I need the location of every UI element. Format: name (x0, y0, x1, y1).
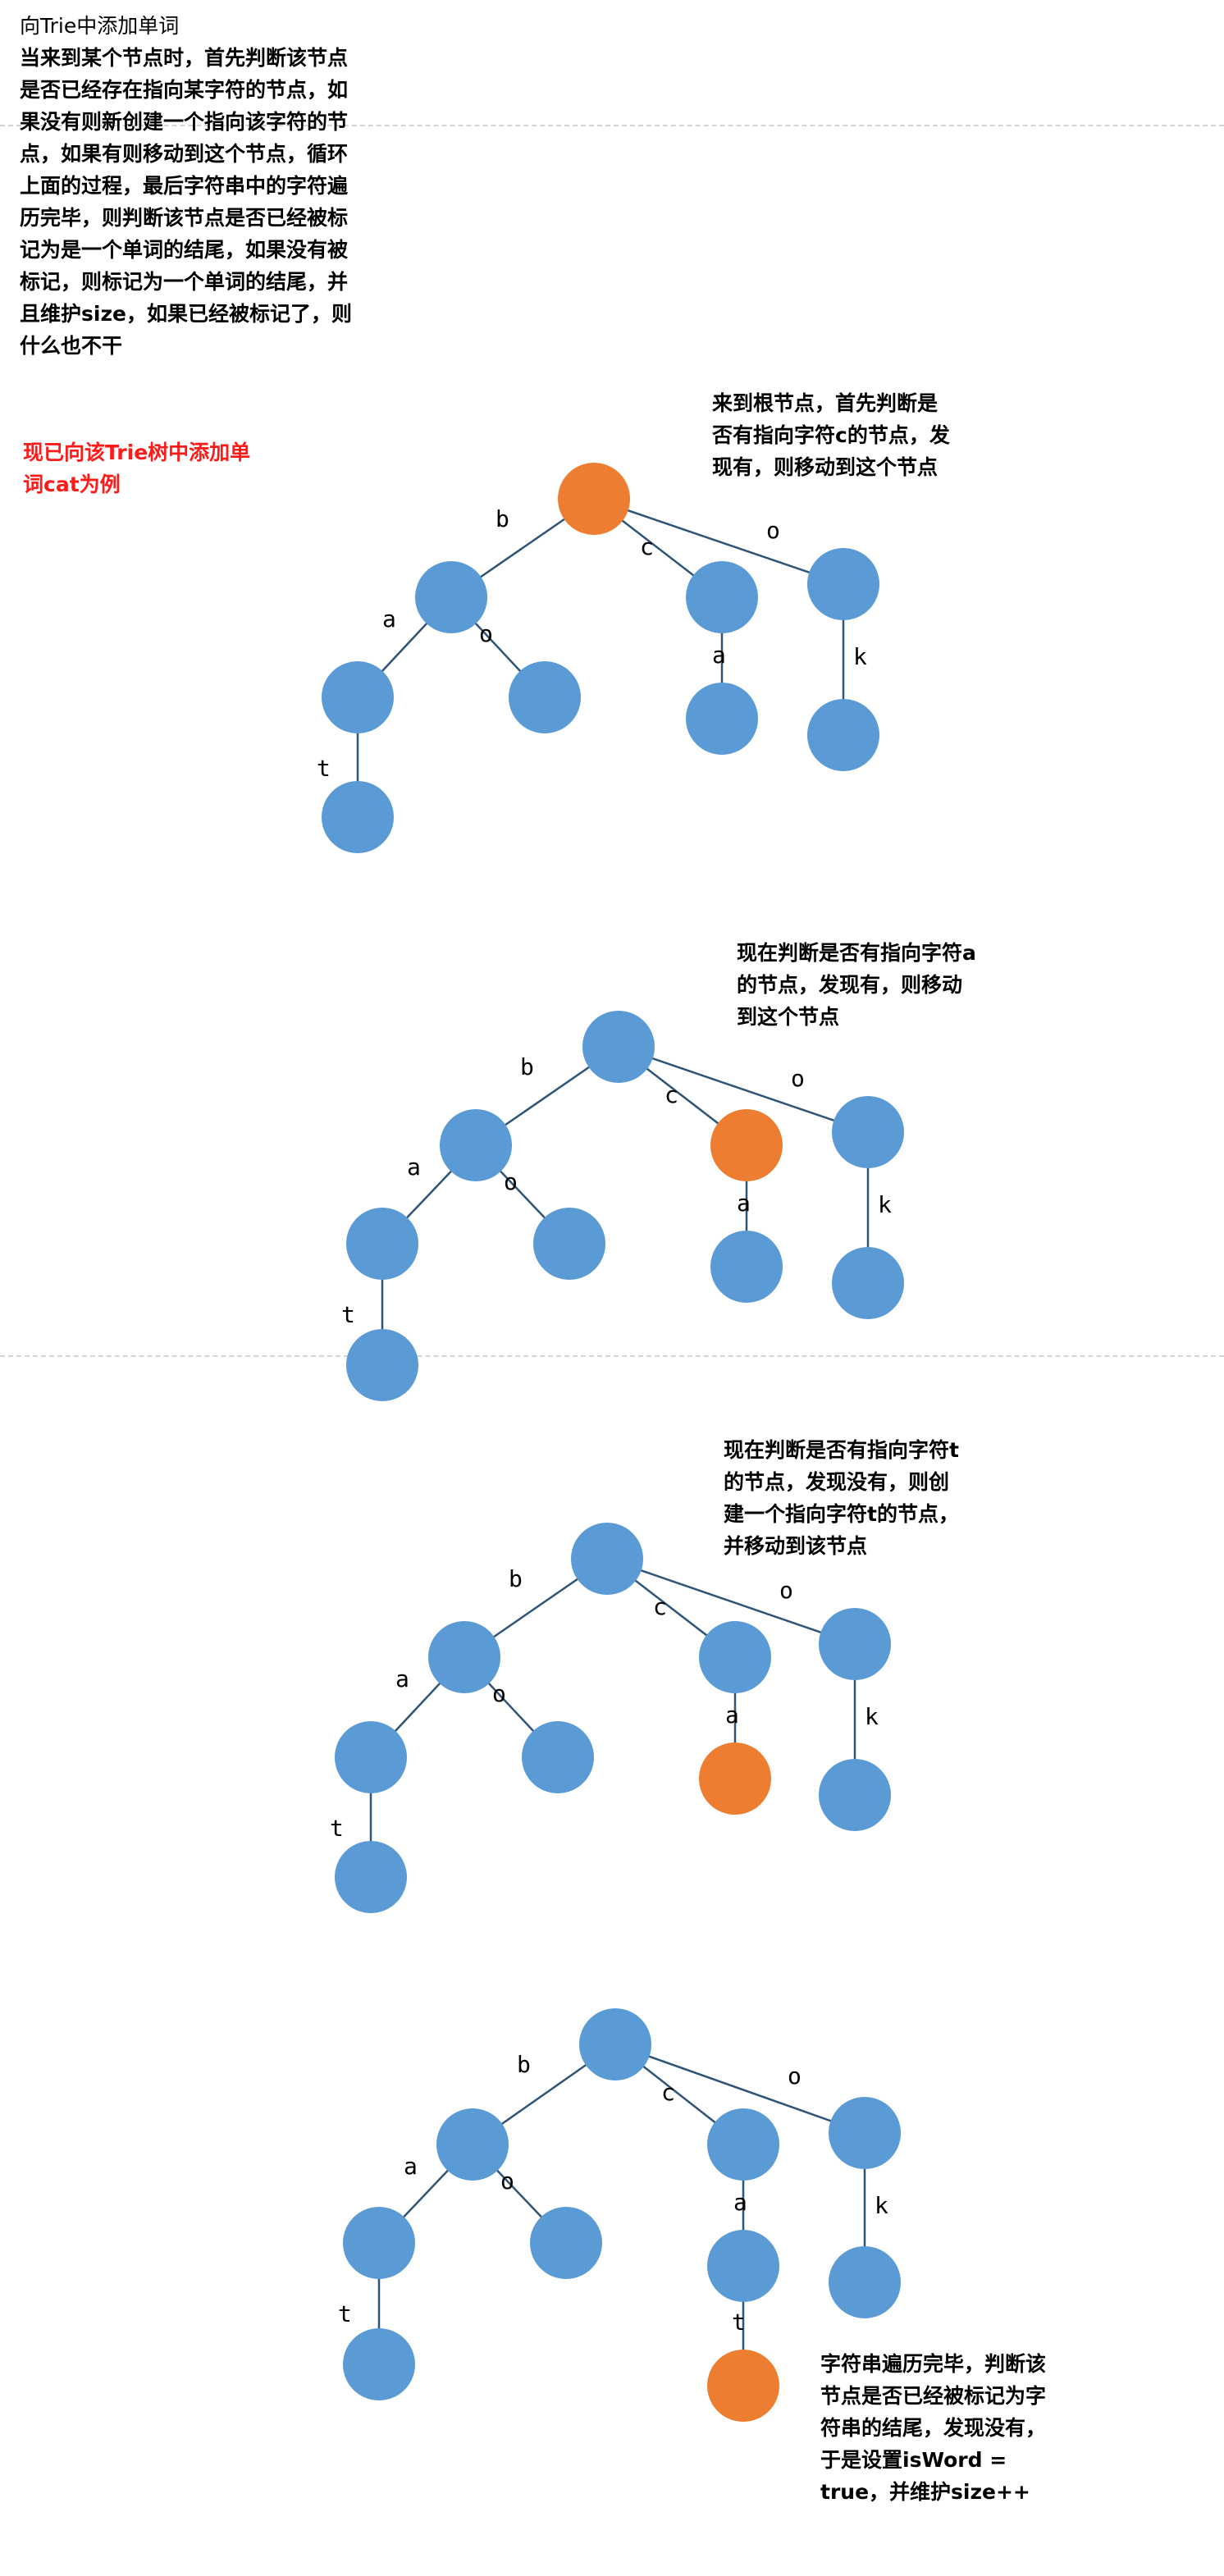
trie-node-bat (343, 2328, 415, 2400)
trie-node-b (428, 1621, 500, 1693)
trie-node-bat (322, 781, 394, 853)
tree-edge-labels: b c o a o a k t (341, 1053, 892, 1328)
edge-label-b: b (496, 505, 509, 532)
edge-label-ok: k (853, 643, 867, 670)
trie-node-ca (707, 2230, 779, 2302)
trie-node-ok (829, 2246, 901, 2318)
current-node (707, 2350, 779, 2422)
tree-edge-labels: b c o a o a k t t (338, 2051, 888, 2336)
edge-label-c: c (661, 2079, 675, 2106)
step1-caption: 来到根节点，首先判断是 否有指向字符c的节点，发 现有，则移动到这个节点 (712, 391, 950, 479)
tree-edges (369, 1557, 856, 1877)
separator-line (0, 1355, 1224, 1357)
trie-node-o (832, 1096, 904, 1168)
edge-label-ca: a (712, 642, 726, 669)
tree-nodes (322, 463, 879, 853)
edge-label-ba: a (404, 2153, 418, 2180)
edge-label-ba: a (407, 1153, 421, 1181)
trie-node-bo (533, 1208, 605, 1280)
edge-label-ok: k (865, 1703, 879, 1730)
edge-label-ba: a (382, 605, 396, 633)
edge-label-ba: a (395, 1665, 409, 1692)
edge-label-bo: o (504, 1168, 518, 1195)
step3-caption: 现在判断是否有指向字符t 的节点，发现没有，则创 建一个指向字符t的节点， 并移… (724, 1438, 959, 1558)
edge-label-bat: t (341, 1301, 355, 1328)
intro-body: 当来到某个节点时，首先判断该节点 是否已经存在指向某字符的节点，如 果没有则新创… (20, 46, 352, 358)
trie-diagram-step1: b c o a o a k t (317, 463, 879, 853)
edge-label-ok: k (875, 2192, 888, 2219)
tree-edge-o (614, 2043, 865, 2135)
tree-nodes (346, 1011, 904, 1401)
tree-edge-labels: b c o a o a k t (330, 1565, 879, 1842)
edge-label-b: b (520, 1053, 534, 1080)
edge-label-o: o (791, 1065, 805, 1092)
edge-label-bat: t (330, 1815, 344, 1842)
trie-node-ok (807, 699, 879, 771)
edge-label-ok: k (878, 1191, 892, 1218)
tree-edges (356, 497, 845, 817)
intro-title: 向Trie中添加单词 (20, 14, 180, 38)
trie-diagram-step3: b c o a o a k t (330, 1523, 891, 1913)
separator-line (0, 125, 1224, 126)
trie-node-bat (346, 1329, 418, 1401)
tree-edges (381, 1045, 870, 1365)
trie-node-ca (686, 683, 758, 755)
edge-label-bo: o (492, 1680, 506, 1707)
trie-node-ba (343, 2207, 415, 2279)
tree-nodes (343, 2008, 901, 2422)
trie-diagram-step4: b c o a o a k t t (338, 2008, 901, 2422)
trie-node-ba (346, 1208, 418, 1280)
edge-label-c: c (653, 1593, 667, 1620)
current-node (699, 1742, 771, 1815)
tree-edge-o (593, 497, 844, 586)
edge-label-c: c (640, 533, 654, 560)
step2-caption: 现在判断是否有指向字符a 的节点，发现有，则移动 到这个节点 (737, 941, 976, 1029)
trie-node-o (829, 2097, 901, 2169)
edge-label-bo: o (500, 2167, 514, 2195)
trie-node-b (440, 1109, 512, 1181)
trie-node-root (582, 1011, 655, 1083)
trie-node-bo (530, 2207, 602, 2279)
edge-label-ca: a (725, 1701, 739, 1729)
trie-node-o (807, 548, 879, 620)
trie-node-b (415, 561, 487, 633)
example-note: 现已向该Trie树中添加单 词cat为例 (23, 441, 251, 496)
edge-label-ca: a (737, 1190, 751, 1217)
tree-edge-o (618, 1045, 869, 1134)
edge-label-cat: t (732, 2309, 746, 2336)
edge-label-o: o (766, 517, 780, 544)
tree-edges (377, 2043, 866, 2386)
step4-caption: 字符串遍历完毕，判断该 节点是否已经被标记为字 符串的结尾，发现没有， 于是设置… (820, 2352, 1047, 2504)
trie-diagram-step2: b c o a o a k t (341, 1011, 904, 1401)
trie-node-root (571, 1523, 643, 1595)
trie-node-root (579, 2008, 651, 2080)
edge-label-bo: o (479, 620, 493, 647)
trie-node-ba (335, 1721, 407, 1793)
edge-label-o: o (788, 2062, 802, 2090)
trie-node-c (686, 561, 758, 633)
current-node (710, 1109, 783, 1181)
tree-edge-o (606, 1557, 856, 1646)
edge-label-bat: t (338, 2300, 352, 2327)
trie-node-o (819, 1608, 891, 1680)
trie-node-ok (819, 1759, 891, 1831)
trie-node-ok (832, 1247, 904, 1319)
trie-node-bo (509, 661, 581, 733)
trie-node-ca (710, 1231, 783, 1303)
edge-label-c: c (665, 1081, 678, 1108)
current-node (558, 463, 630, 535)
edge-label-b: b (509, 1565, 523, 1592)
edge-label-ca: a (733, 2189, 747, 2216)
tree-nodes (335, 1523, 891, 1913)
trie-node-c (707, 2108, 779, 2181)
trie-node-b (436, 2108, 509, 2181)
edge-label-o: o (779, 1577, 793, 1604)
edge-label-bat: t (317, 755, 331, 782)
tree-edge-labels: b c o a o a k t (317, 505, 867, 782)
edge-label-b: b (517, 2051, 531, 2078)
trie-node-ba (322, 661, 394, 733)
trie-node-bat (335, 1841, 407, 1913)
trie-node-bo (522, 1721, 594, 1793)
trie-node-c (699, 1621, 771, 1693)
